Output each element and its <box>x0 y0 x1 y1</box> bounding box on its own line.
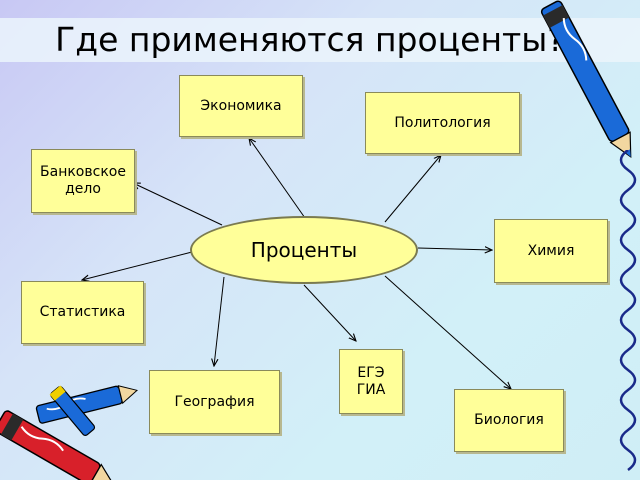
arrow-to-biology <box>384 275 511 389</box>
title-bar <box>0 18 640 62</box>
page-title: Где применяются проценты? <box>55 20 565 59</box>
node-politology: Политология <box>365 92 520 154</box>
pen-icon <box>540 0 632 159</box>
pens-icon <box>0 385 139 480</box>
node-geography-label: География <box>174 393 255 410</box>
node-ege: ЕГЭ ГИА <box>339 349 403 414</box>
center-node: Проценты <box>190 216 418 284</box>
node-chemistry-label: Химия <box>527 242 575 259</box>
node-statistics: Статистика <box>21 281 144 344</box>
node-statistics-label: Статистика <box>39 304 126 320</box>
node-banking: Банковское дело <box>31 149 135 213</box>
node-economics: Экономика <box>179 75 303 137</box>
node-biology-label: Биология <box>474 412 544 428</box>
arrow-to-politology <box>384 155 441 223</box>
node-politology-label: Политология <box>394 114 491 131</box>
node-biology: Биология <box>454 389 564 452</box>
arrow-to-economics <box>249 138 306 219</box>
arrow-to-banking <box>133 183 223 226</box>
arrow-to-geography <box>214 276 225 366</box>
node-banking-label: Банковское дело <box>40 164 126 197</box>
arrow-to-chemistry <box>417 248 492 250</box>
center-node-label: Проценты <box>250 238 358 262</box>
node-economics-label: Экономика <box>200 97 282 114</box>
node-chemistry: Химия <box>494 219 608 283</box>
arrow-to-ege <box>303 284 356 341</box>
node-ege-label: ЕГЭ ГИА <box>356 364 386 398</box>
arrow-to-statistics <box>82 251 193 280</box>
node-geography: География <box>149 370 280 434</box>
squiggle-decoration <box>619 150 637 472</box>
